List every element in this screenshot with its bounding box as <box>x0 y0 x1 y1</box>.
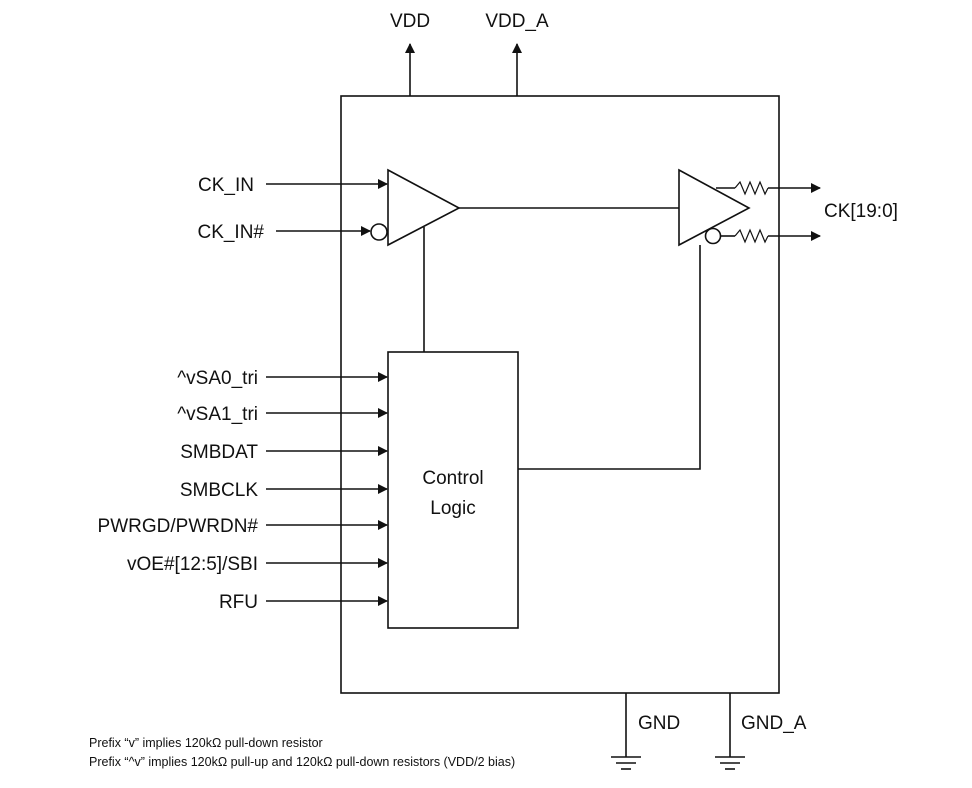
gnd-label: GND <box>638 713 680 734</box>
control-logic-block <box>387 351 519 629</box>
gnd-ground-icon <box>611 693 641 770</box>
input-label-voe: vOE#[12:5]/SBI <box>127 554 258 575</box>
vdd-a-label: VDD_A <box>485 11 549 32</box>
input-label-pwrgd: PWRGD/PWRDN# <box>98 516 259 537</box>
input-label-smbclk: SMBCLK <box>180 480 258 501</box>
ck-in-n-label: CK_IN# <box>197 222 264 243</box>
note-pull-up-down: Prefix “^v” implies 120kΩ pull-up and 12… <box>89 755 515 769</box>
inversion-bubble-input <box>370 223 388 241</box>
input-buffer <box>387 168 461 247</box>
input-label-smbdat: SMBDAT <box>180 442 258 463</box>
control-logic-line1: Control <box>422 468 483 489</box>
series-resistor-comp <box>734 228 769 244</box>
vdd-label: VDD <box>390 11 430 32</box>
inversion-bubble-output <box>704 227 722 245</box>
input-label-sa0: ^vSA0_tri <box>177 368 258 389</box>
ck-in-label: CK_IN <box>198 175 254 196</box>
note-pull-down: Prefix “v” implies 120kΩ pull-down resis… <box>89 736 323 750</box>
control-to-output-buffer-wire <box>518 245 701 470</box>
output-label: CK[19:0] <box>824 201 898 222</box>
control-logic-line2: Logic <box>430 498 475 519</box>
gnd-a-label: GND_A <box>741 713 807 734</box>
gnd-a-ground-icon <box>715 693 745 770</box>
series-resistor-true <box>734 180 769 196</box>
input-label-sa1: ^vSA1_tri <box>177 404 258 425</box>
input-label-rfu: RFU <box>219 592 258 613</box>
output-buffer <box>678 168 751 247</box>
